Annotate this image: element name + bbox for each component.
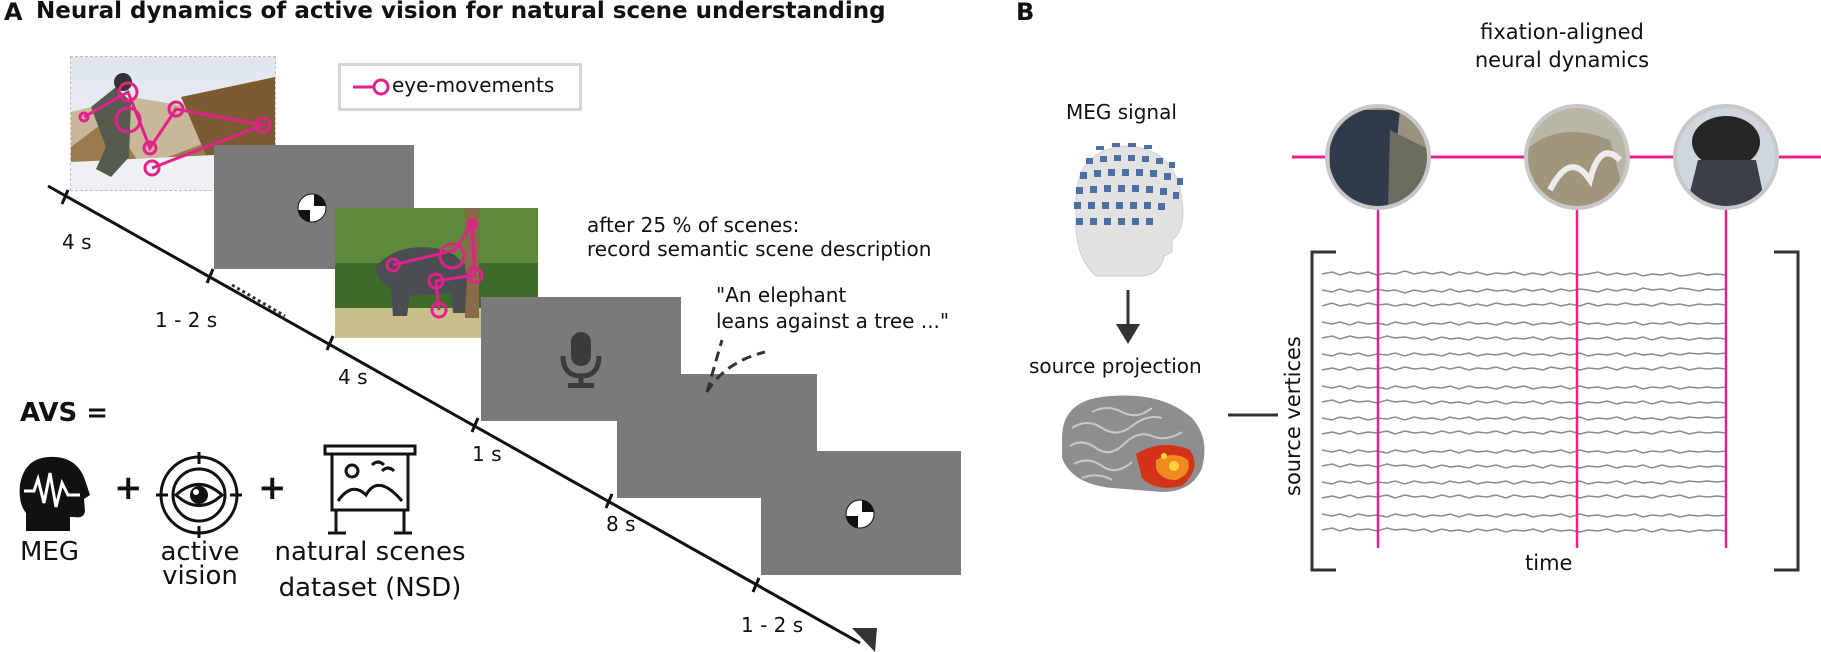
eye-target-icon bbox=[156, 452, 242, 538]
duration-label: 1 - 2 s bbox=[155, 308, 218, 332]
avs-item-label: active bbox=[160, 537, 240, 567]
avs-heading: AVS = bbox=[20, 398, 109, 428]
connector-line bbox=[1228, 413, 1278, 417]
brain-head-icon bbox=[19, 456, 90, 531]
microphone-icon bbox=[558, 330, 604, 392]
panel-b-letter: B bbox=[1016, 0, 1035, 26]
x-axis-label: time bbox=[1525, 551, 1573, 575]
duration-label: 4 s bbox=[62, 230, 92, 254]
meg-signal-label: MEG signal bbox=[1066, 100, 1177, 124]
plus-sign: + bbox=[114, 468, 143, 508]
avs-item-label: natural scenes bbox=[274, 537, 466, 567]
meg-head-sensors bbox=[1074, 143, 1184, 277]
neural-dynamics-plot bbox=[1292, 104, 1821, 572]
fixation-aligned-label: fixation-aligned bbox=[1480, 20, 1644, 44]
duration-label: 1 s bbox=[472, 442, 502, 466]
avs-item-label: dataset (NSD) bbox=[278, 573, 462, 603]
eye-movement-traces bbox=[78, 81, 766, 393]
fixation-aligned-label: neural dynamics bbox=[1474, 48, 1650, 72]
avs-item-label: MEG bbox=[20, 537, 80, 567]
description-note-line2: record semantic scene description bbox=[587, 237, 932, 261]
eye-movements-legend: eye-movements bbox=[338, 63, 582, 111]
panel-a-letter: A bbox=[4, 0, 23, 26]
fixation-cross-icon bbox=[297, 193, 327, 227]
duration-label: 4 s bbox=[338, 365, 368, 389]
plus-sign: + bbox=[258, 468, 287, 508]
processing-arrow bbox=[1116, 290, 1140, 344]
quote-line1: "An elephant bbox=[716, 283, 847, 307]
avs-item-label: vision bbox=[162, 561, 238, 591]
fixation-cross-icon bbox=[845, 499, 875, 533]
timeline-axis bbox=[47, 184, 877, 652]
panel-a-title: Neural dynamics of active vision for nat… bbox=[36, 0, 886, 24]
legend-label: eye-movements bbox=[392, 73, 555, 97]
duration-label: 1 - 2 s bbox=[741, 613, 804, 637]
description-note-line1: after 25 % of scenes: bbox=[587, 213, 800, 237]
source-projection-label: source projection bbox=[1029, 354, 1202, 378]
y-axis-label: source vertices bbox=[1281, 336, 1305, 496]
quote-line2: leans against a tree ..." bbox=[716, 309, 950, 333]
duration-label: 8 s bbox=[606, 512, 636, 536]
brain-source-map bbox=[1062, 395, 1205, 492]
framed-landscape-icon bbox=[323, 444, 417, 535]
eye-movement-trace-icon bbox=[353, 78, 390, 96]
